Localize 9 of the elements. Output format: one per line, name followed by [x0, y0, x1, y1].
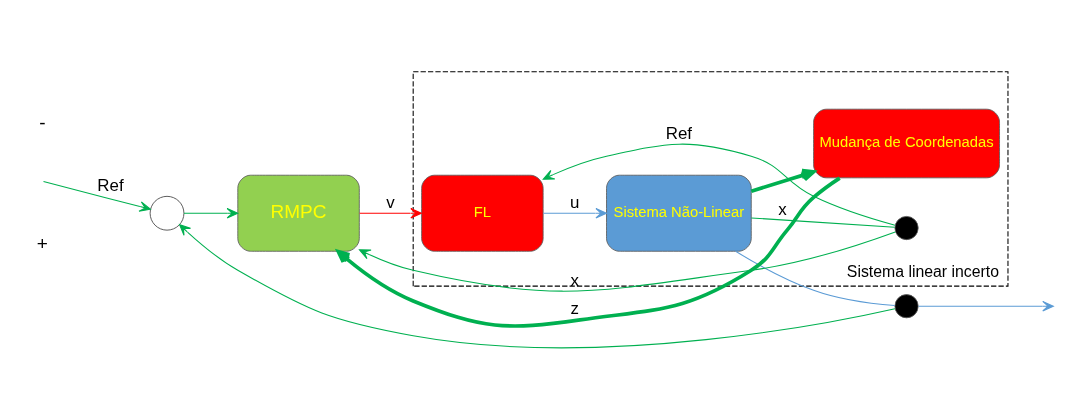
label: -: [39, 111, 46, 133]
edge-label: x: [570, 270, 580, 290]
edge-label: z: [570, 298, 580, 318]
edge-label: Ref: [665, 123, 693, 143]
edge-label: Ref: [97, 175, 124, 195]
edge-label: v: [386, 192, 395, 212]
label: +: [36, 232, 48, 254]
edge-label: u: [570, 192, 580, 212]
edge-label: x: [778, 199, 787, 219]
